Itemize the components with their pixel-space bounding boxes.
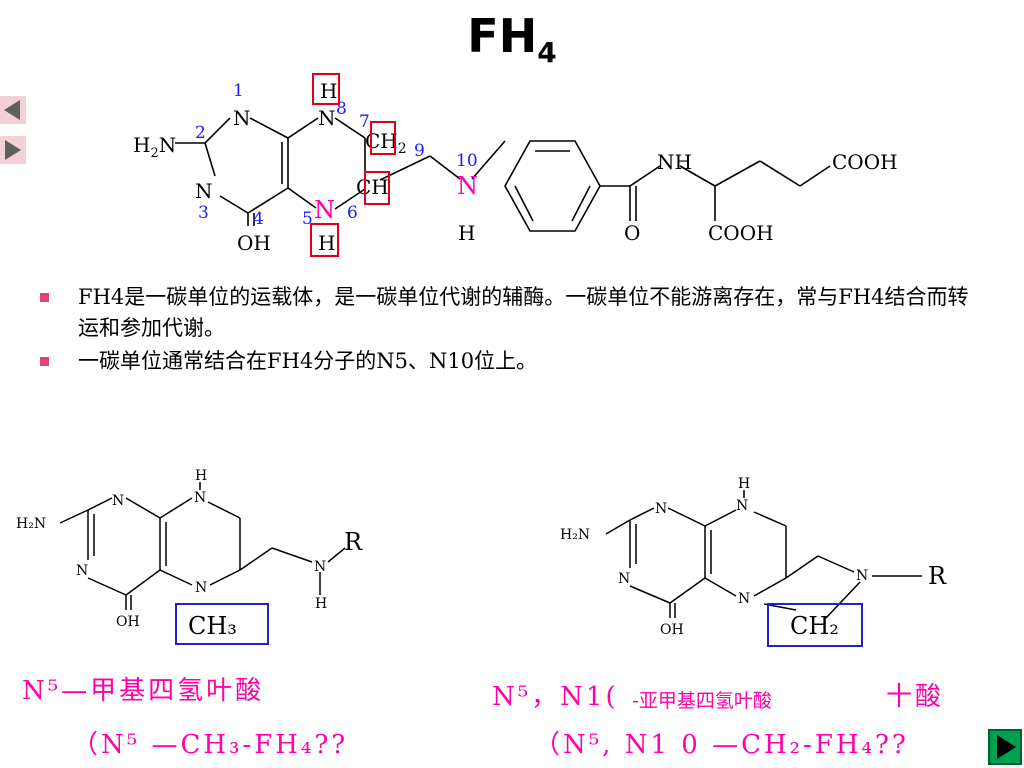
methylene-label: CH₂ [790, 612, 839, 640]
atom-r: R [928, 562, 947, 590]
bullet-list: FH4是一碳单位的运载体，是一碳单位代谢的辅酶。一碳单位不能游离存在，常与FH4… [40, 282, 980, 379]
highlight-box-ch2 [370, 121, 396, 155]
methyl-box [175, 603, 269, 645]
pos-5: 5 [302, 209, 313, 229]
caption-left-line2: （N⁵ —CH₃-FH₄?? [72, 730, 349, 760]
atom-n5: N [195, 580, 207, 596]
caption-left-line1: N⁵—甲基四氢叶酸 [22, 676, 265, 706]
amino-label: H₂N [16, 516, 46, 532]
amino-label: H2N [133, 133, 176, 161]
highlight-box-ch [364, 171, 390, 205]
amino-label: H₂N [560, 527, 590, 543]
atom-n5: N [314, 196, 335, 224]
atom-cooh-bottom: COOH [708, 221, 774, 245]
n5-methyl-structure: H₂N N N N H N N H OH R CH₃ [16, 468, 363, 645]
bullet-item: 一碳单位通常结合在FH4分子的N5、N10位上。 [40, 346, 980, 377]
methyl-label: CH₃ [188, 612, 237, 640]
atom-h10: H [315, 596, 327, 612]
pos-9: 9 [414, 141, 425, 161]
caption-right-line1: N⁵，N1( [492, 682, 619, 712]
atom-n5: N [738, 591, 750, 607]
page-title: FH4 [467, 9, 557, 69]
pos-10: 10 [456, 151, 478, 171]
pos-1: 1 [233, 81, 244, 101]
atom-h5: H [318, 231, 335, 255]
highlight-box-h5 [310, 223, 339, 257]
atom-oh: OH [660, 622, 684, 638]
atom-n1: N [233, 106, 251, 130]
atom-h8: H [320, 79, 337, 103]
atom-h8: H [738, 476, 750, 492]
next-slide-end-button[interactable] [988, 729, 1022, 765]
pos-4: 4 [253, 209, 264, 229]
atom-n1: N [112, 493, 124, 509]
atom-n3: N [195, 179, 213, 203]
caption-right-line2: （N⁵, N1 0 —CH₂-FH₄?? [534, 730, 909, 760]
atom-oh: OH [237, 231, 271, 255]
triangle-left-icon [4, 100, 20, 120]
square-bullet-icon [40, 357, 49, 366]
fh4-structure: H2N N N N H CH2 CH N H N H OH NH O COOH … [133, 73, 898, 257]
atom-n8: N [194, 490, 206, 506]
caption-right-overlay: -亚甲基四氢叶酸 [632, 686, 772, 713]
bullet-item: FH4是一碳单位的运载体，是一碳单位代谢的辅酶。一碳单位不能游离存在，常与FH4… [40, 282, 980, 344]
atom-oh: OH [116, 614, 140, 630]
pos-6: 6 [347, 203, 358, 223]
caption-right-tail: 十酸 [886, 682, 945, 712]
atom-n10: N [314, 559, 326, 575]
atom-h10: H [458, 221, 475, 245]
pos-7: 7 [359, 112, 370, 132]
atom-n8: N [736, 498, 748, 514]
atom-n1: N [655, 501, 667, 517]
atom-cooh-top: COOH [832, 150, 898, 174]
atom-h8: H [195, 468, 207, 484]
pos-8: 8 [336, 99, 347, 119]
prev-slide-button[interactable] [0, 96, 26, 124]
triangle-right-icon [997, 735, 1016, 759]
atom-nh: NH [657, 150, 692, 174]
atom-o: O [624, 221, 640, 245]
atom-n8: N [318, 106, 336, 130]
atom-n10: N [457, 172, 478, 200]
square-bullet-icon [40, 293, 49, 302]
atom-r: R [344, 528, 363, 556]
atom-ch: CH [356, 175, 389, 199]
pos-3: 3 [198, 203, 209, 223]
atom-n3: N [618, 571, 630, 587]
highlight-box-h8 [312, 73, 340, 105]
pos-2: 2 [195, 123, 206, 143]
next-slide-button[interactable] [0, 136, 26, 164]
triangle-right-icon [5, 140, 21, 160]
methylene-box [767, 603, 863, 647]
n5-n10-methylene-structure: H₂N N N N H N N OH R CH₂ [560, 476, 947, 647]
atom-n10: N [856, 568, 868, 584]
atom-n3: N [76, 563, 88, 579]
